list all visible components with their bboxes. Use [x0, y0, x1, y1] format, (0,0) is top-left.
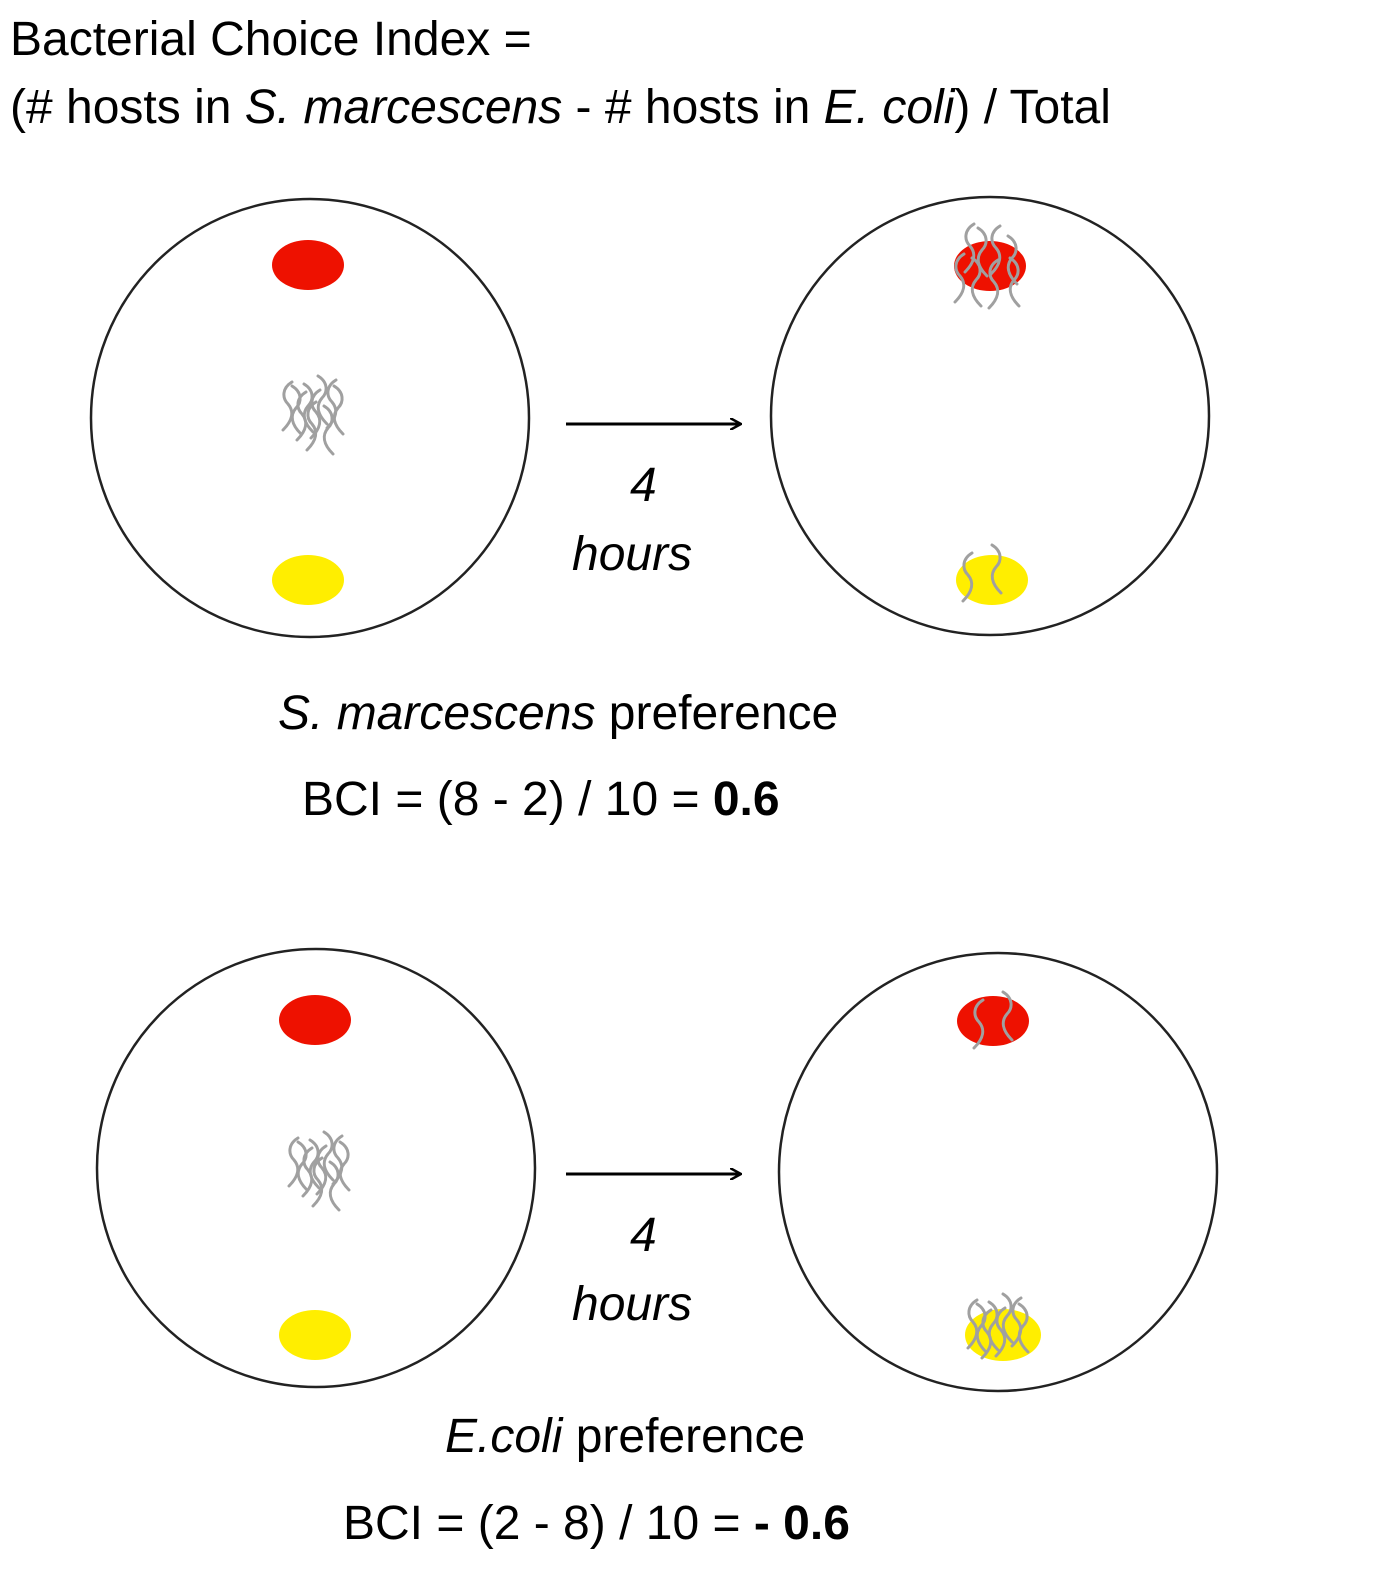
plate-outline: [769, 195, 1211, 637]
plate-outline: [89, 197, 531, 639]
bci-equation: BCI = (2 - 8) / 10 = - 0.6: [343, 1500, 850, 1548]
worm-icon: [316, 374, 329, 426]
worm-icon: [980, 1308, 993, 1360]
plate-outline: [777, 951, 1219, 1393]
worm-icon: [987, 258, 1000, 310]
worm-cluster-red: [953, 222, 1021, 310]
worm-icon: [290, 384, 303, 436]
worm-icon: [338, 1140, 351, 1192]
worm-cluster-red: [972, 990, 1014, 1050]
worm-icon: [311, 1156, 324, 1208]
bci-value: - 0.6: [753, 1497, 850, 1550]
bci-prefix: BCI = (8 - 2) / 10 =: [302, 773, 713, 826]
worm-icon: [953, 252, 966, 304]
worm-icon: [975, 1302, 988, 1354]
formula-definition: (# hosts in S. marcescens - # hosts in E…: [10, 84, 1111, 132]
plate-start: [89, 197, 531, 639]
worm-icon: [963, 222, 976, 274]
formula-species-s-marcescens: S. marcescens: [244, 81, 563, 134]
caption-rest: preference: [595, 687, 839, 740]
worm-icon: [1001, 1292, 1014, 1344]
worm-icon: [302, 382, 315, 434]
worm-icon: [994, 1306, 1007, 1358]
worm-icon: [281, 380, 294, 432]
plate-end: [777, 951, 1219, 1393]
duration-number: 4: [630, 459, 657, 512]
panel-caption: S. marcescens preference: [278, 690, 838, 738]
bci-prefix: BCI = (2 - 8) / 10 =: [343, 1497, 754, 1550]
worm-icon: [305, 400, 318, 452]
worm-icon: [1001, 990, 1014, 1042]
worm-cluster-center: [281, 374, 345, 456]
worm-icon: [287, 1136, 300, 1188]
worm-icon: [328, 1160, 341, 1212]
formula-part: ) / Total: [954, 81, 1111, 134]
formula-title: Bacterial Choice Index =: [10, 16, 532, 64]
worm-cluster-yellow: [961, 543, 1003, 603]
duration-number: 4: [630, 1209, 657, 1262]
worm-icon: [322, 404, 335, 456]
worm-icon: [295, 390, 308, 442]
s-marcescens-spot: [272, 240, 344, 290]
worm-icon: [1008, 256, 1021, 308]
caption-species: E.coli: [445, 1410, 563, 1463]
panel-e-coli-preference: [95, 947, 1219, 1393]
bci-equation: BCI = (8 - 2) / 10 = 0.6: [302, 776, 780, 824]
worm-icon: [296, 1140, 309, 1192]
duration-unit: hours: [572, 1278, 693, 1331]
e-coli-spot: [279, 1310, 351, 1360]
worm-icon: [972, 998, 985, 1050]
caption-species: S. marcescens: [278, 687, 596, 740]
worm-icon: [301, 1146, 314, 1198]
worm-icon: [308, 1138, 321, 1190]
formula-species-e-coli: E. coli: [823, 81, 955, 134]
formula-part: - # hosts in: [562, 81, 824, 134]
plate-start: [95, 947, 537, 1389]
plate-outline: [95, 947, 537, 1389]
formula-title-line1: Bacterial Choice Index =: [10, 13, 532, 66]
worm-icon: [315, 1144, 328, 1196]
panel-caption: E.coli preference: [445, 1413, 805, 1461]
plate-end: [769, 195, 1211, 637]
worm-icon: [332, 384, 345, 436]
worm-icon: [970, 256, 983, 308]
s-marcescens-spot: [279, 995, 351, 1045]
worm-icon: [322, 1130, 335, 1182]
worm-icon: [989, 224, 1002, 276]
formula-part: (# hosts in: [10, 81, 245, 134]
worm-icon: [987, 1300, 1000, 1352]
worm-cluster-yellow: [966, 1292, 1030, 1360]
worm-cluster-center: [287, 1130, 351, 1212]
s-marcescens-spot: [957, 996, 1029, 1046]
panel-s-marcescens-preference: [89, 195, 1211, 639]
duration-unit: hours: [572, 528, 693, 581]
caption-rest: preference: [562, 1410, 806, 1463]
worm-icon: [309, 388, 322, 440]
worm-icon: [1017, 1302, 1030, 1354]
worm-icon: [966, 1298, 979, 1350]
worm-icon: [961, 551, 974, 603]
e-coli-spot: [272, 555, 344, 605]
worm-icon: [990, 543, 1003, 595]
bci-value: 0.6: [712, 773, 780, 826]
